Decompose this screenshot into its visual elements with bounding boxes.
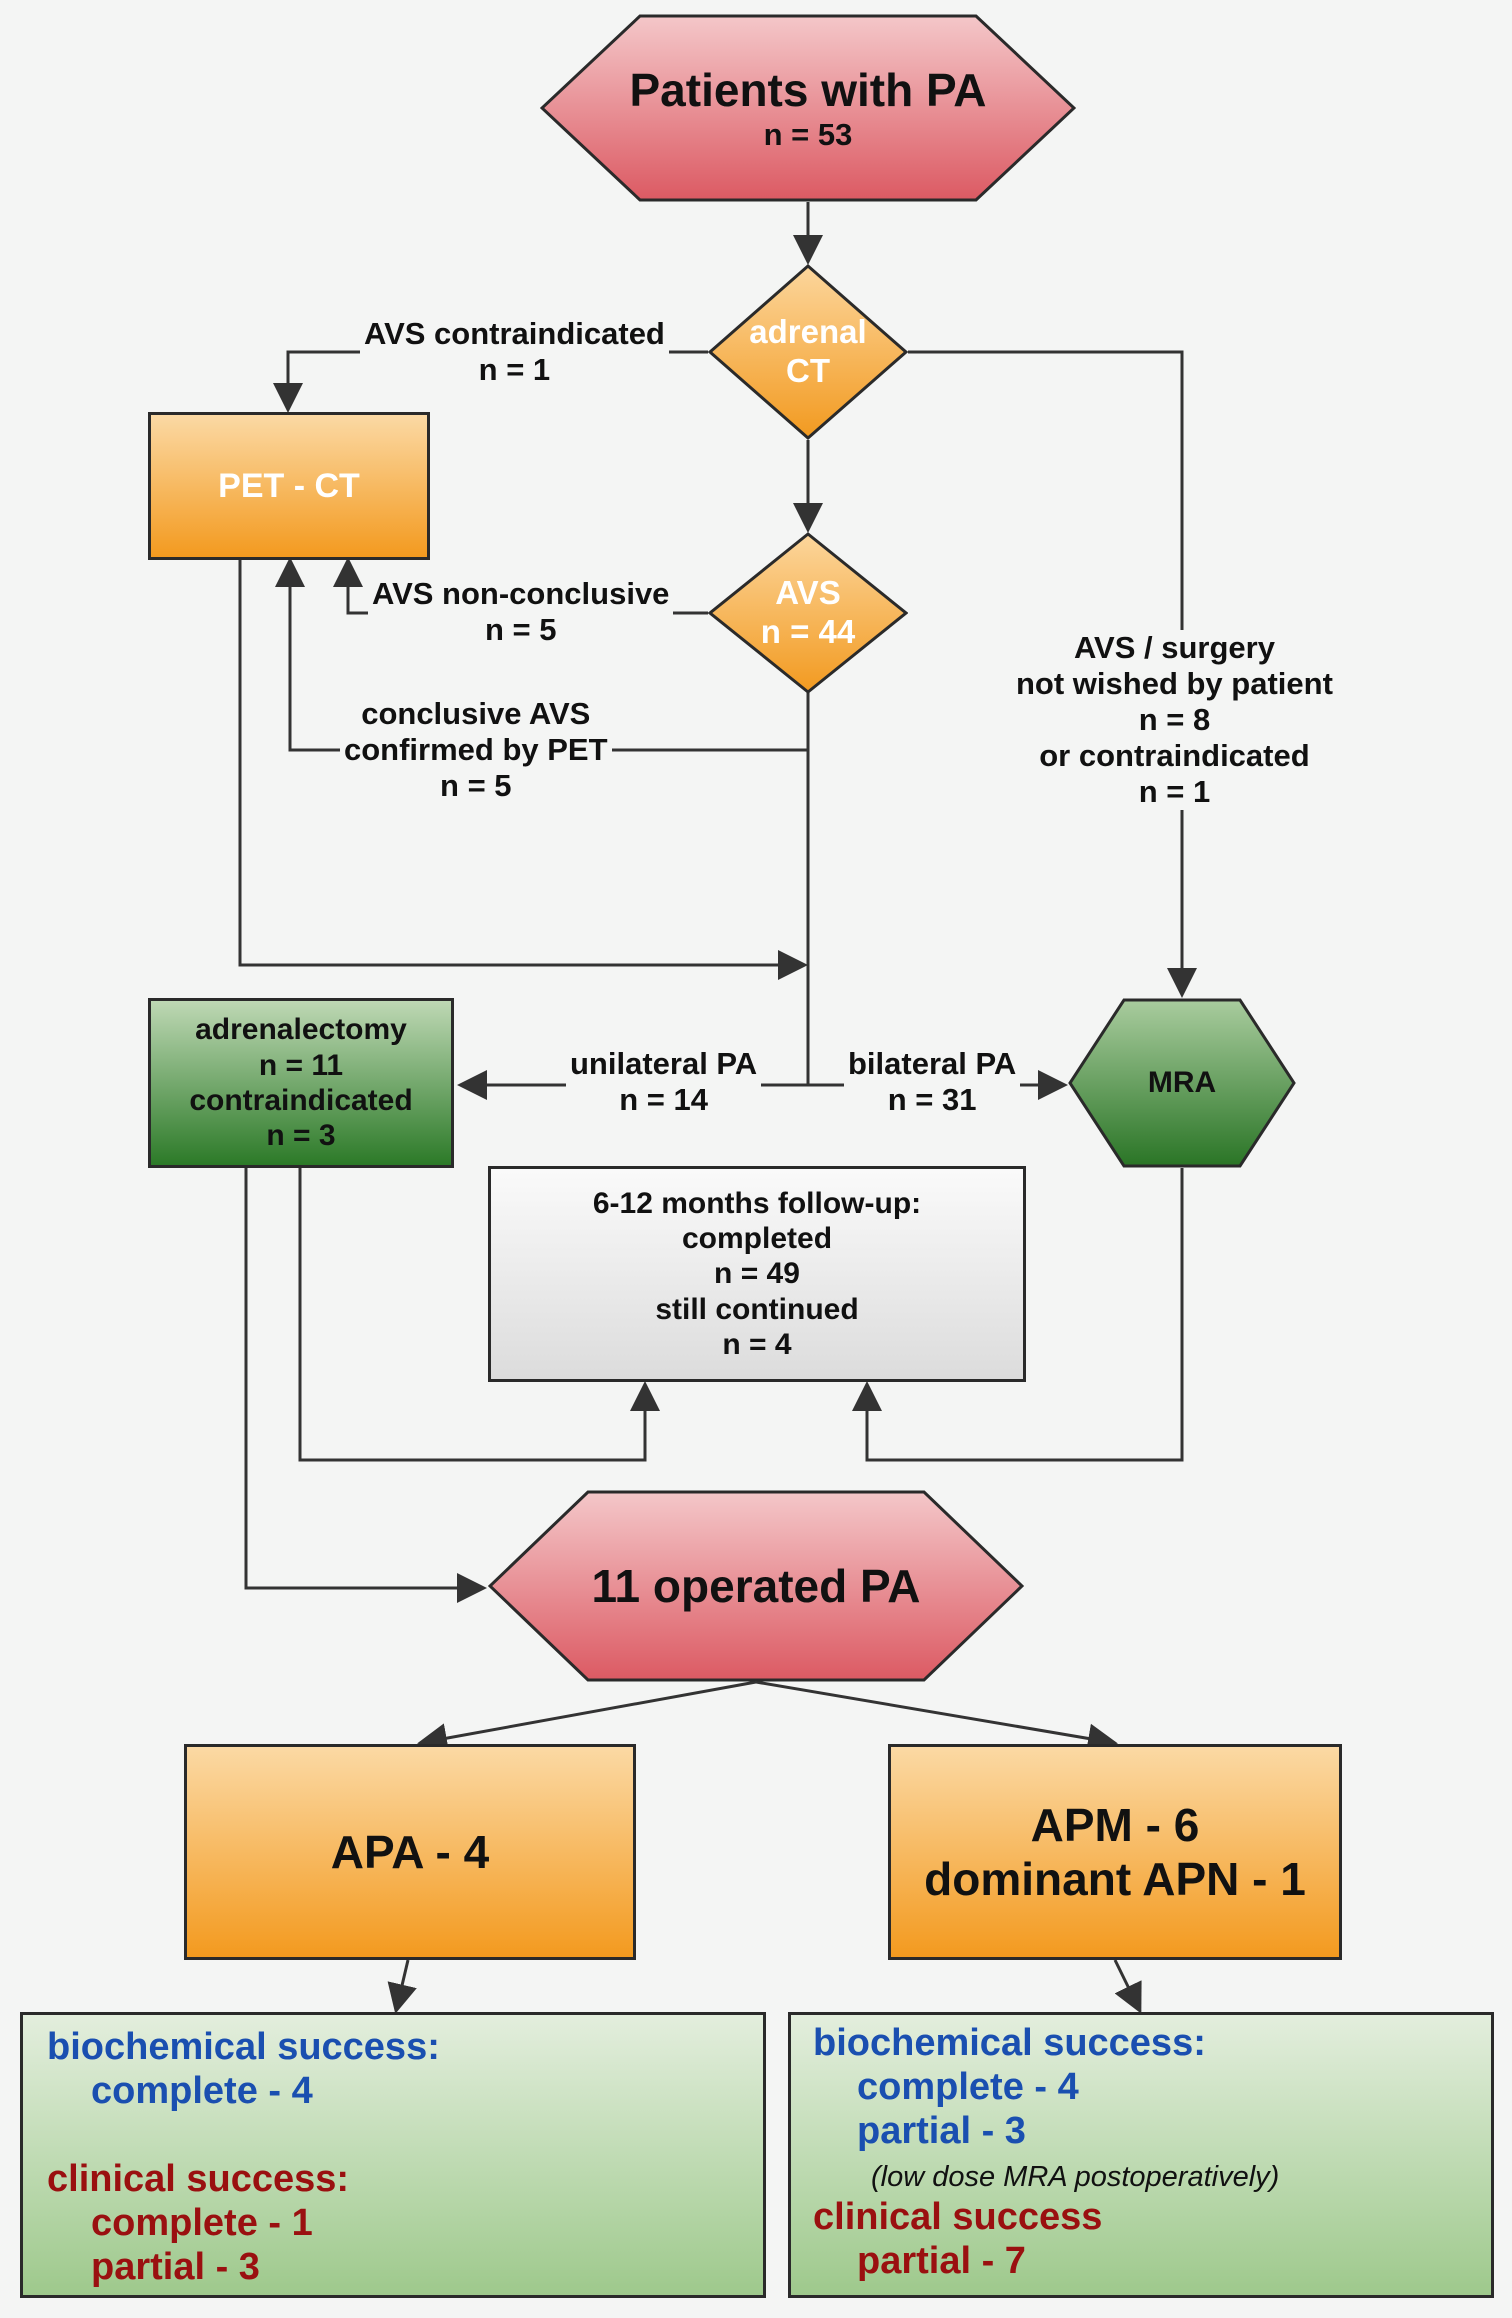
bio-success-title: biochemical success: <box>813 2022 1206 2064</box>
decision-adrenal-ct: adrenal CT <box>708 264 908 440</box>
start-count: n = 53 <box>763 116 853 152</box>
clin-complete: complete - 1 <box>91 2202 313 2244</box>
operated-label: 11 operated PA <box>591 1559 921 1612</box>
start-title: Patients with PA <box>629 63 987 116</box>
avs-line1: AVS <box>775 574 841 612</box>
adrenalectomy-line1: adrenalectomy <box>195 1013 407 1047</box>
adrenal-ct-line2: CT <box>786 352 830 389</box>
clin-success-title: clinical success: <box>47 2158 350 2200</box>
bio-complete: complete - 4 <box>857 2066 1079 2108</box>
start-node-patients-with-pa: Patients with PA n = 53 <box>540 14 1076 202</box>
adrenalectomy-line2: n = 11 <box>258 1048 344 1082</box>
mra-node: MRA <box>1068 998 1296 1168</box>
label-line: confirmed by PET <box>344 732 608 767</box>
result-box-apm: biochemical success: complete - 4 partia… <box>788 2012 1494 2298</box>
label-line: n = 1 <box>478 352 551 387</box>
hexagon-shape <box>540 14 1076 202</box>
diamond-shape <box>708 264 908 440</box>
mra-label: MRA <box>1147 1066 1217 1100</box>
label-avs-nonconclusive: AVS non-conclusive n = 5 <box>368 576 674 648</box>
apm-box: APM - 6 dominant APN - 1 <box>888 1744 1342 1960</box>
label-line: conclusive AVS <box>361 696 591 731</box>
followup-line3: n = 49 <box>714 1257 800 1291</box>
label-bilateral: bilateral PA n = 31 <box>844 1046 1021 1118</box>
label-line: n = 1 <box>1138 774 1211 809</box>
followup-line1: 6-12 months follow-up: <box>592 1186 922 1220</box>
bio-partial: partial - 3 <box>857 2110 1026 2152</box>
apm-line2: dominant APN - 1 <box>924 1853 1306 1905</box>
label-conclusive-pet: conclusive AVS confirmed by PET n = 5 <box>340 696 612 804</box>
label-line: AVS / surgery <box>1073 630 1275 665</box>
adrenal-ct-line1: adrenal <box>749 313 867 351</box>
decision-avs: AVS n = 44 <box>708 532 908 694</box>
adrenalectomy-box: adrenalectomy n = 11 contraindicated n =… <box>148 998 454 1168</box>
adrenalectomy-line3: contraindicated <box>189 1084 413 1117</box>
followup-line4: still continued <box>655 1292 859 1326</box>
bio-complete: complete - 4 <box>91 2070 313 2112</box>
apa-box: APA - 4 <box>184 1744 636 1960</box>
label-avs-contraindicated: AVS contraindicated n = 1 <box>360 316 669 388</box>
followup-line5: n = 4 <box>722 1328 792 1362</box>
pet-ct-label: PET - CT <box>218 466 360 505</box>
bio-success-title: biochemical success: <box>47 2026 440 2068</box>
pet-ct-box: PET - CT <box>148 412 430 560</box>
label-line: bilateral PA <box>848 1046 1017 1081</box>
followup-line2: completed <box>681 1221 833 1255</box>
clin-success-title: clinical success <box>813 2196 1103 2238</box>
hexagon-shape <box>488 1490 1024 1682</box>
label-line: not wished by patient <box>1016 666 1333 701</box>
followup-box: 6-12 months follow-up: completed n = 49 … <box>488 1166 1026 1382</box>
hexagon-shape <box>1068 998 1296 1168</box>
label-line: AVS contraindicated <box>364 316 665 351</box>
avs-line2: n = 44 <box>760 613 856 650</box>
apa-label: APA - 4 <box>330 1825 490 1878</box>
clin-partial: partial - 3 <box>91 2246 260 2288</box>
label-line: or contraindicated <box>1039 738 1310 773</box>
label-line: n = 8 <box>1138 702 1211 737</box>
result-box-apa: biochemical success: complete - 4 clinic… <box>20 2012 766 2298</box>
diamond-shape <box>708 532 908 694</box>
apm-line1: APM - 6 <box>1030 1798 1200 1851</box>
label-line: AVS non-conclusive <box>372 576 670 611</box>
label-line: n = 5 <box>484 612 557 647</box>
label-not-wished: AVS / surgery not wished by patient n = … <box>1012 630 1337 810</box>
label-unilateral: unilateral PA n = 14 <box>566 1046 762 1118</box>
operated-pa-node: 11 operated PA <box>488 1490 1024 1682</box>
label-line: n = 31 <box>887 1082 977 1117</box>
label-line: n = 14 <box>619 1082 708 1117</box>
label-line: n = 5 <box>440 768 512 803</box>
adrenalectomy-line4: n = 3 <box>266 1119 336 1153</box>
postop-note: (low dose MRA postoperatively) <box>871 2161 1280 2193</box>
clin-partial: partial - 7 <box>857 2240 1026 2282</box>
label-line: unilateral PA <box>570 1046 758 1081</box>
